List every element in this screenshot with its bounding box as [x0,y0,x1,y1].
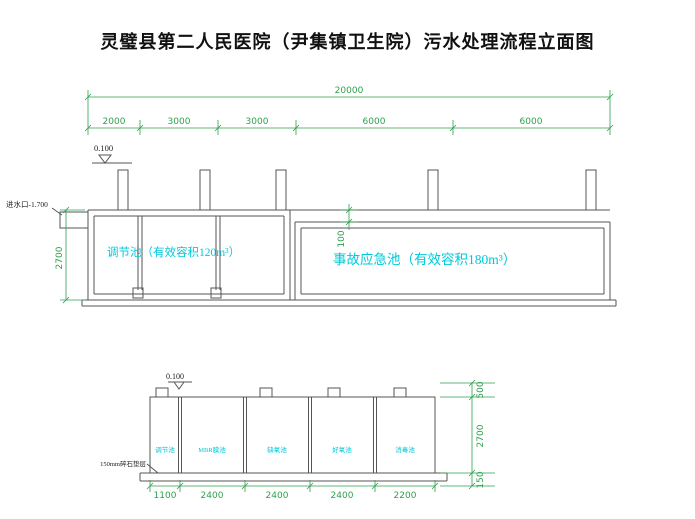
segment-dim: 6000 [363,117,386,127]
bottom-width-dimensions: 1100 2400 2400 2400 2200 [146,480,439,501]
base-note-annotation: 150mm碎石垫层 [100,459,159,474]
compartment-label: 调节池 [155,445,175,454]
width-dim: 2200 [394,491,417,501]
width-dim: 2400 [331,491,354,501]
compartment-labels: 调节池 MBR膜池 缺氧池 好氧池 消毒池 [155,445,415,454]
bottom-elevation-view: 0.100 调节池 MBR膜池 缺氧池 [100,372,495,501]
elevation-marker-icon: 0.100 [92,143,132,164]
bottom-height-dimensions: 500 2700 150 [440,379,495,490]
compartment-label: 缺氧池 [267,445,287,454]
elevation-label: 0.100 [166,372,184,381]
height-dim: 2700 [476,424,486,447]
segment-dim: 3000 [168,117,191,127]
width-dim: 2400 [266,491,289,501]
elevation-marker-icon: 0.100 [166,372,192,390]
top-pipe-stubs [117,169,597,211]
freeboard-dim-label: 100 [337,230,347,247]
height-dim: 500 [476,381,486,398]
base-note: 150mm碎石垫层 [100,459,146,468]
bottom-pipe-stubs [155,387,407,398]
drawing-title: 灵璧县第二人民医院（尹集镇卫生院）污水处理流程立面图 [100,32,595,52]
compartment-label: MBR膜池 [198,445,226,454]
height-dim: 150 [476,471,486,488]
total-width-dim: 20000 [335,86,364,96]
top-dimension-lines: 20000 2000 3000 3000 6000 6000 [84,86,614,135]
compartment-label: 消毒池 [395,445,415,454]
tank-label-regulating: 调节池（有效容积120m³） [107,245,240,259]
bottom-tank-structure [139,396,448,482]
inlet-pipe [59,211,89,229]
width-dim: 2400 [201,491,224,501]
top-height-dimension: 2700 [55,206,85,304]
compartment-label: 好氧池 [332,445,352,454]
tank-label-emergency: 事故应急池（有效容积180m³） [333,251,516,267]
height-dim-label: 2700 [55,246,65,269]
inlet-annotation: 进水口-1.700 [6,199,89,229]
elevation-label: 0.100 [94,143,113,153]
inlet-label: 进水口-1.700 [6,199,48,209]
segment-dim: 6000 [520,117,543,127]
segment-dim: 3000 [246,117,269,127]
freeboard-dimension: 100 [337,204,358,248]
width-dim: 1100 [154,491,177,501]
segment-dim: 2000 [103,117,126,127]
top-elevation-view: 20000 2000 3000 3000 6000 6000 0.100 进水口… [6,86,617,307]
